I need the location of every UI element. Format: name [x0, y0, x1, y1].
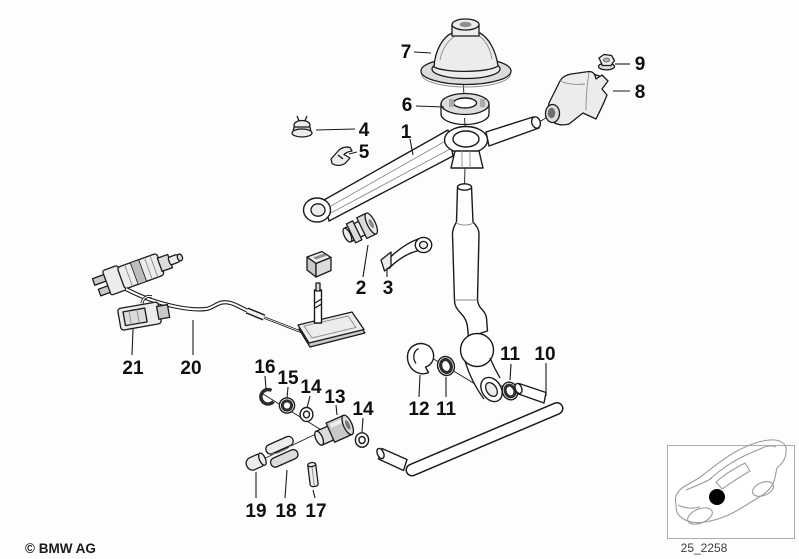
- part-label-12: 12: [408, 399, 429, 420]
- bushing13-hole: [344, 420, 351, 430]
- bushing-hole: [368, 218, 375, 229]
- part-label-17: 17: [305, 501, 326, 522]
- bushing-part13: [314, 414, 355, 446]
- cap-part19: [245, 452, 267, 471]
- part-label-5: 5: [359, 142, 370, 163]
- boot-top-hole: [459, 21, 472, 28]
- leader-lines: [131, 51, 630, 499]
- ring-slot: [480, 99, 485, 107]
- switch-cable-part20: [125, 287, 305, 335]
- part-label-6: 6: [402, 95, 413, 116]
- part-label-14-right: 14: [352, 399, 374, 420]
- washer-part11-left: [436, 355, 456, 377]
- location-thumbnail: 25_2258: [667, 439, 795, 555]
- nut-hole: [603, 57, 610, 63]
- bracket-part8: [544, 70, 609, 126]
- part-label-20: 20: [180, 358, 201, 379]
- gear-lever-shaft: [451, 183, 503, 403]
- part-label-11-lower: 11: [436, 399, 457, 420]
- bearing-shells-part18: [265, 435, 299, 468]
- part-label-16: 16: [254, 357, 275, 378]
- bushing-part2: [342, 212, 379, 244]
- part-label-11-upper: 11: [500, 344, 521, 365]
- washer-part15: [278, 397, 296, 414]
- washer-part14-left: [299, 406, 314, 423]
- washer-part11-right: [501, 381, 519, 401]
- location-dot: [709, 489, 725, 505]
- washer-part14-right: [354, 432, 370, 448]
- part-label-1: 1: [401, 122, 412, 143]
- part-label-2: 2: [356, 278, 367, 299]
- switch-band: [129, 259, 148, 285]
- car-icon: [674, 439, 787, 525]
- shift-arm-part1: [302, 116, 542, 223]
- part-label-10: 10: [534, 344, 555, 365]
- nut-part9: [597, 53, 616, 71]
- part-label-19: 19: [245, 501, 266, 522]
- part-label-7: 7: [401, 42, 412, 63]
- expanding-rivet-part4: [291, 115, 313, 138]
- selector-pad: [297, 250, 366, 348]
- ring-slot: [449, 99, 454, 107]
- thumbnail-frame: [667, 445, 795, 539]
- connector-part21: [117, 294, 171, 331]
- part-label-18: 18: [275, 501, 296, 522]
- clip-part12: [406, 342, 435, 375]
- boot-cover-part7: [420, 18, 512, 88]
- drawing-number: 25_2258: [681, 541, 728, 555]
- clip-part5: [330, 146, 353, 167]
- part-label-4: 4: [359, 120, 370, 141]
- bracket-part3: [380, 236, 433, 272]
- part-labels: 7 6 1 4 5 9 8 2 3 21 20 16 15 14 13 14 1…: [122, 42, 645, 522]
- switch: [91, 253, 184, 297]
- part-label-15: 15: [277, 368, 299, 389]
- part-label-3: 3: [383, 278, 394, 299]
- knob-slot: [313, 253, 327, 260]
- part-label-9: 9: [635, 54, 646, 75]
- bracket-hole: [547, 107, 556, 119]
- bushing-highlight: [329, 418, 344, 428]
- selector-rod-part10: [376, 382, 564, 477]
- part-label-8: 8: [635, 82, 646, 103]
- circlip-part16: [259, 387, 275, 406]
- pin-part17: [307, 461, 319, 488]
- part-label-14-left: 14: [300, 377, 322, 398]
- copyright-text: © BMW AG: [25, 541, 96, 556]
- part-label-13: 13: [324, 387, 345, 408]
- bearing-ring-part6: [440, 92, 490, 126]
- part-label-21: 21: [122, 358, 144, 379]
- lever-ball: [459, 332, 495, 368]
